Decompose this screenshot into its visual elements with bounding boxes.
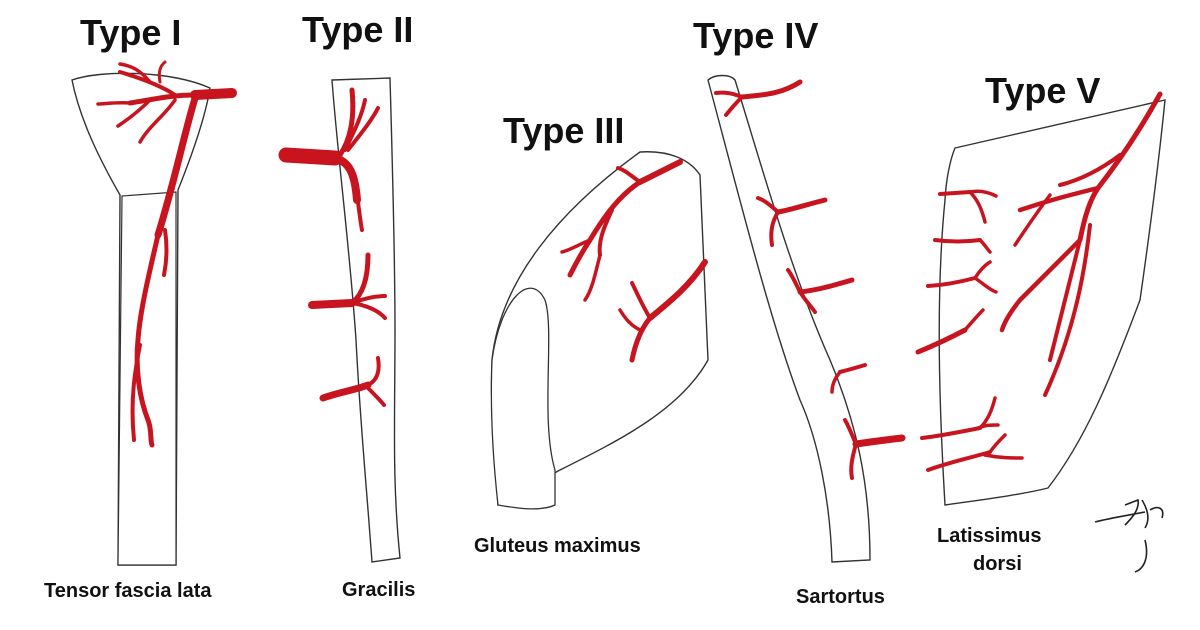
- sartortus-label: Sartortus: [796, 586, 885, 608]
- sartorius-muscle: [707, 74, 871, 563]
- type-4-figure: [707, 74, 906, 563]
- gracilis-muscle: [331, 77, 401, 563]
- tensor-fascia-lata-label: Tensor fascia lata: [44, 580, 212, 602]
- type-1-heading: Type I: [80, 12, 181, 53]
- gracilis-label: Gracilis: [342, 579, 415, 601]
- type-5-vessels: [915, 91, 1163, 472]
- type-3-vessels: [560, 159, 708, 363]
- type-2-heading: Type II: [302, 9, 413, 50]
- type-4-heading: Type IV: [693, 15, 818, 56]
- type-2-figure: [278, 77, 401, 563]
- gluteus-maximus-tendon: [490, 287, 556, 510]
- latissimus-dorsi-muscle: [938, 99, 1166, 506]
- tensor-fascia-lata-tendon: [117, 191, 177, 566]
- dorsi-label: dorsi: [973, 553, 1022, 575]
- latissimus-label: Latissimus: [937, 525, 1041, 547]
- type-1-figure: [71, 60, 237, 566]
- type-5-figure: [915, 91, 1166, 573]
- type-5-heading: Type V: [985, 70, 1100, 111]
- gluteus-maximus-label: Gluteus maximus: [474, 535, 641, 557]
- type-4-vessels: [714, 79, 906, 480]
- artist-signature: [1094, 498, 1164, 573]
- type-2-vessels: [278, 87, 387, 407]
- type-1-vessels: [96, 60, 237, 448]
- type-3-heading: Type III: [503, 110, 624, 151]
- type-3-figure: [490, 151, 709, 510]
